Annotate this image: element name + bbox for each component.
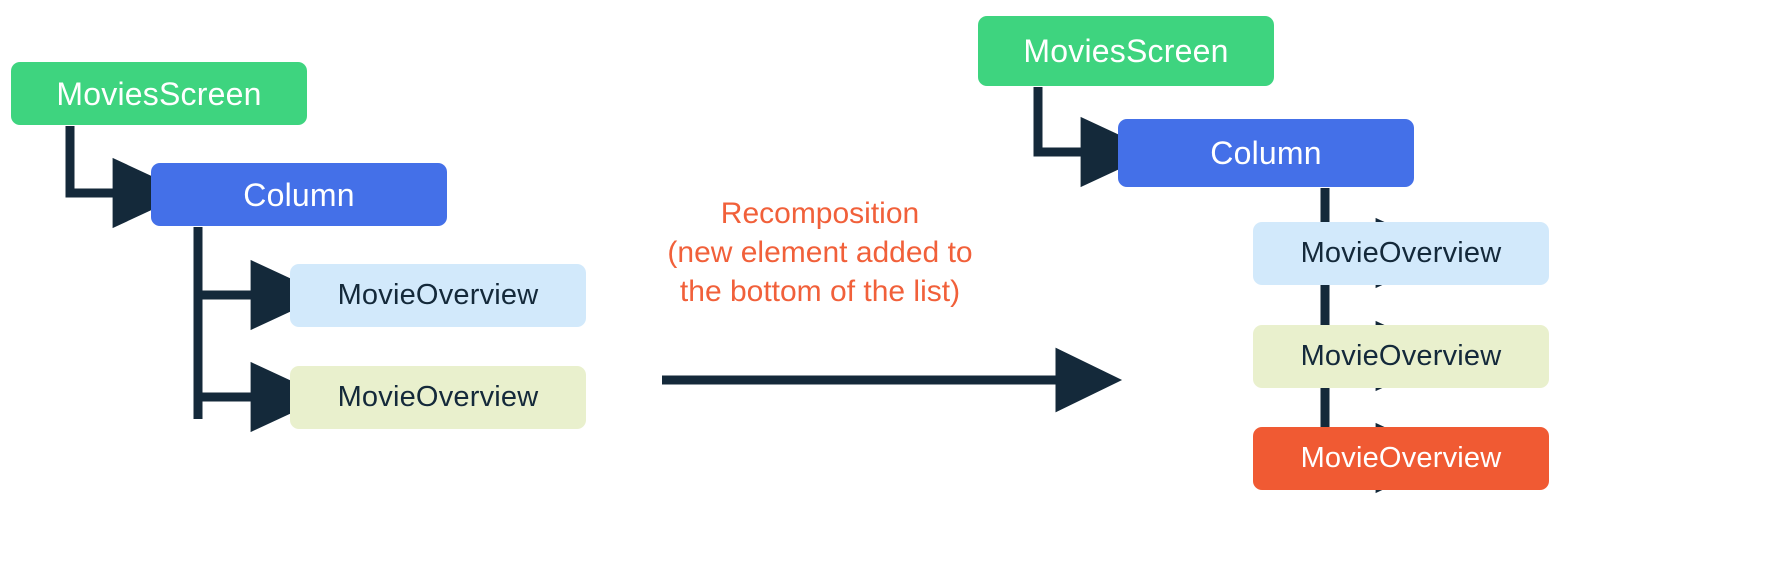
after-node-movieoverview-1-label: MovieOverview [1300,237,1502,269]
after-node-movieoverview-3-label: MovieOverview [1300,442,1502,474]
after-node-moviesscreen[interactable]: MoviesScreen [978,16,1274,86]
caption-line-3: the bottom of the list) [679,275,961,308]
wire-right-root-to-column [1033,87,1157,188]
after-node-movieoverview-2[interactable]: MovieOverview [1253,325,1549,388]
before-node-column-label: Column [243,176,355,213]
wire-left-column-branches [193,227,327,433]
after-node-column[interactable]: Column [1118,119,1414,187]
wire-left-root-to-column [65,126,189,229]
before-node-moviesscreen[interactable]: MoviesScreen [11,62,307,125]
recomposition-caption: Recomposition (new element added to the … [620,194,1020,311]
after-node-movieoverview-1[interactable]: MovieOverview [1253,222,1549,285]
before-node-movieoverview-2-label: MovieOverview [337,381,539,413]
after-node-movieoverview-3-new[interactable]: MovieOverview [1253,427,1549,490]
caption-line-1: Recomposition [720,197,920,230]
after-node-moviesscreen-label: MoviesScreen [1023,33,1229,69]
before-node-movieoverview-2[interactable]: MovieOverview [290,366,586,429]
before-node-movieoverview-1[interactable]: MovieOverview [290,264,586,327]
before-node-moviesscreen-label: MoviesScreen [56,75,262,112]
after-node-movieoverview-2-label: MovieOverview [1300,340,1502,372]
before-node-movieoverview-1-label: MovieOverview [337,279,539,311]
caption-line-2: (new element added to [667,236,973,269]
before-node-column[interactable]: Column [151,163,447,226]
after-node-column-label: Column [1210,135,1322,171]
